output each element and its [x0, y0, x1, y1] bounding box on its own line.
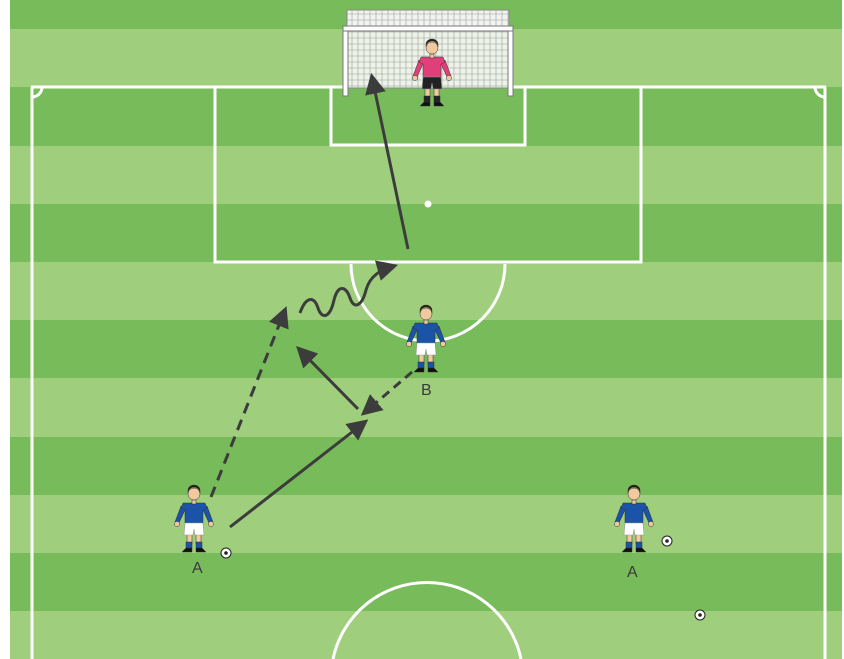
head: [420, 308, 432, 320]
shirt: [419, 57, 445, 78]
shirt: [413, 323, 439, 344]
right-sock: [428, 362, 434, 368]
neck: [632, 500, 636, 504]
neck: [424, 320, 428, 324]
grass-stripe: [10, 495, 842, 553]
grass-stripe: [10, 611, 842, 659]
player-a-left-label: A: [192, 560, 203, 577]
left-goal-post: [343, 28, 348, 96]
grass-stripe: [10, 146, 842, 204]
neck: [430, 54, 434, 58]
left-hand: [406, 341, 411, 346]
right-goal-post: [508, 28, 513, 96]
goal-net-back: [347, 10, 509, 28]
left-sock: [424, 96, 430, 102]
left-hand: [614, 521, 619, 526]
grass-stripe: [10, 204, 842, 262]
right-hand: [440, 341, 445, 346]
left-sock: [626, 542, 632, 548]
crossbar: [343, 26, 513, 31]
right-sock: [434, 96, 440, 102]
player-a-right-label: A: [627, 564, 638, 581]
player-b-label: B: [421, 382, 432, 399]
ball-near-a-left: [221, 548, 231, 558]
right-hand: [208, 521, 213, 526]
left-hand: [174, 521, 179, 526]
right-sock: [636, 542, 642, 548]
head: [188, 488, 200, 500]
right-sock: [196, 542, 202, 548]
ball-bottom-right: [695, 610, 705, 620]
ball-near-a-right: [662, 536, 672, 546]
right-hand: [446, 75, 451, 80]
shirt: [621, 503, 647, 524]
right-hand: [648, 521, 653, 526]
head: [628, 488, 640, 500]
neck: [192, 500, 196, 504]
left-sock: [186, 542, 192, 548]
penalty-spot: [425, 201, 432, 208]
shirt: [181, 503, 207, 524]
left-sock: [418, 362, 424, 368]
grass-stripe: [10, 437, 842, 495]
left-hand: [412, 75, 417, 80]
head: [426, 42, 438, 54]
